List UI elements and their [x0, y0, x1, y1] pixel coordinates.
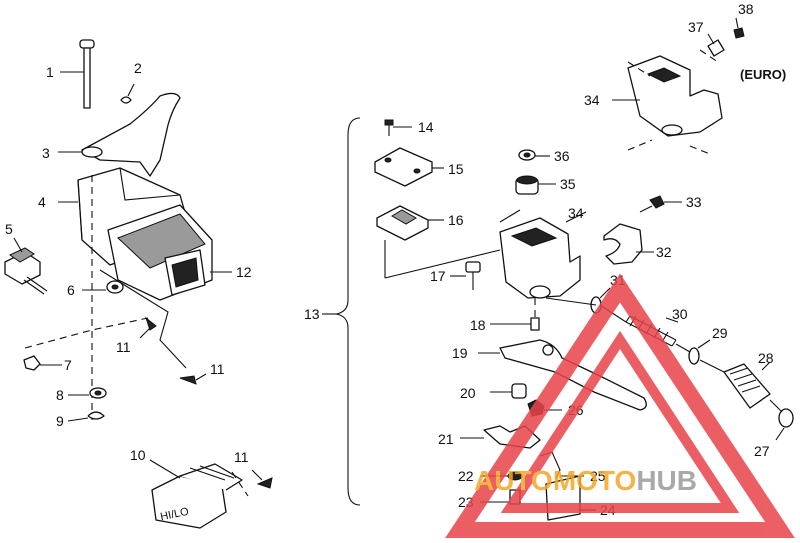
callout-29: 29 [712, 325, 728, 341]
callout-35: 35 [560, 176, 576, 192]
watermark-part-2: MOTO [553, 465, 636, 496]
left-assembly [4, 39, 273, 529]
callout-13: 13 [304, 306, 320, 322]
part-2-clip [120, 83, 135, 104]
callout-10: 10 [130, 447, 146, 463]
callout-34-euro: 34 [584, 92, 600, 108]
part-10-hilo-switch [149, 459, 249, 529]
part-19-brake-lever [478, 339, 647, 411]
callout-5: 5 [5, 221, 13, 237]
callout-30: 30 [672, 306, 688, 322]
callout-11c: 11 [234, 449, 249, 465]
part-3-lever [58, 92, 181, 177]
callout-6: 6 [67, 282, 75, 298]
callout-34: 34 [568, 205, 584, 221]
part-8-washer [68, 387, 107, 399]
part-29-oring [688, 339, 711, 365]
part-36-washer [518, 149, 550, 161]
part-38-bolt [733, 17, 745, 39]
callout-20: 20 [460, 385, 476, 401]
callout-32: 32 [656, 244, 672, 260]
part-28-piston [723, 361, 771, 409]
part-20-spacer [490, 383, 527, 399]
part-6-washer [82, 280, 124, 294]
part-35-seal [515, 175, 556, 195]
part-9-ring [67, 411, 105, 422]
watermark-part-1: AUTO [474, 465, 553, 496]
hilo-switch-label: HI/LO [159, 506, 190, 524]
callout-14: 14 [418, 119, 434, 135]
callout-15: 15 [448, 161, 464, 177]
bracket-13 [335, 117, 361, 506]
callout-1: 1 [46, 64, 54, 80]
callout-7: 7 [64, 357, 72, 373]
callout-17: 17 [430, 268, 446, 284]
part-16-diaphragm [376, 205, 444, 241]
part-11-screw-a [139, 316, 157, 339]
watermark-triangle-icon [445, 273, 795, 538]
callout-27: 27 [754, 443, 770, 459]
callout-36: 36 [554, 148, 570, 164]
watermark-text: AUTOMOTOHUB [474, 465, 697, 496]
part-7-nut [23, 355, 62, 371]
part-34-euro-variant [612, 49, 723, 155]
part-11-screw-c [251, 469, 273, 489]
part-33-screw [639, 195, 682, 213]
part-37-fitting [707, 33, 725, 57]
part-18-bushing [490, 298, 540, 331]
part-1-pin [60, 39, 95, 109]
callout-25: 25 [590, 468, 606, 484]
callout-22: 22 [458, 468, 474, 484]
callout-33: 33 [686, 194, 702, 210]
callout-9: 9 [56, 413, 64, 429]
callout-3: 3 [42, 145, 50, 161]
callout-11b: 11 [210, 361, 225, 377]
part-5-connector [4, 237, 48, 295]
part-15-cap [374, 147, 444, 187]
callout-12: 12 [236, 264, 252, 280]
callout-37: 37 [688, 19, 704, 35]
part-32-clamp [603, 223, 654, 265]
callout-28: 28 [758, 350, 774, 366]
part-17-bolt [450, 261, 481, 290]
callout-11a: 11 [116, 339, 131, 355]
callout-38: 38 [738, 1, 754, 17]
part-14-screw [384, 119, 412, 136]
part-11-screw-b [179, 373, 207, 385]
callout-2: 2 [134, 60, 142, 76]
part-27-clip [775, 408, 794, 441]
watermark: AUTOMOTOHUB [445, 273, 795, 538]
callout-21: 21 [438, 431, 454, 447]
callout-19: 19 [452, 345, 468, 361]
callout-18: 18 [470, 317, 486, 333]
callout-16: 16 [448, 212, 464, 228]
watermark-part-3: HUB [636, 465, 697, 496]
callout-4: 4 [38, 194, 46, 210]
part-12-switch-body [107, 204, 232, 301]
euro-label: (EURO) [740, 67, 786, 82]
callout-8: 8 [56, 387, 64, 403]
part-34-master-cylinder [499, 211, 587, 299]
